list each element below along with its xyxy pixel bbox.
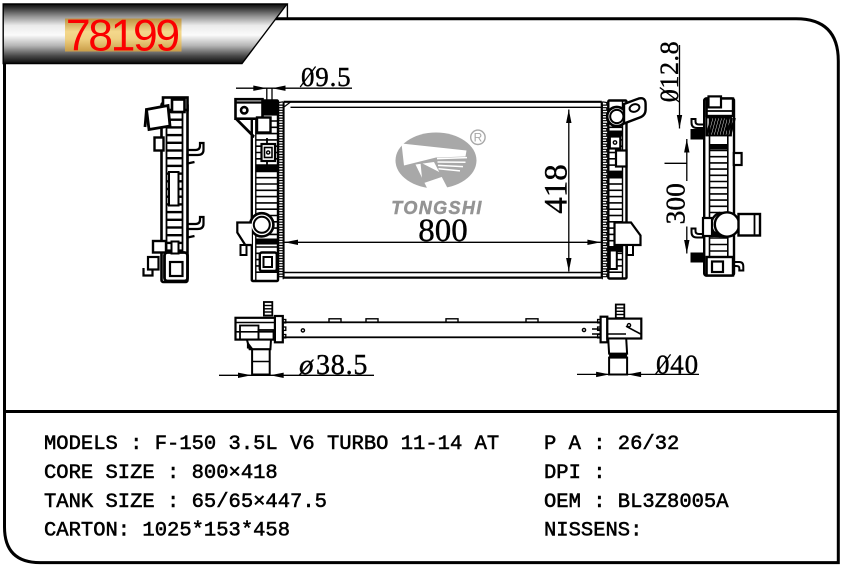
svg-text:CORE SIZE : 800×418: CORE SIZE : 800×418	[44, 462, 278, 485]
svg-text:R: R	[474, 131, 483, 145]
svg-text:418: 418	[539, 164, 575, 214]
svg-text:P A : 26/32: P A : 26/32	[544, 433, 679, 456]
svg-text:38.5: 38.5	[316, 350, 368, 381]
svg-text:CARTON: 1025*153*458: CARTON: 1025*153*458	[44, 520, 290, 543]
svg-text:MODELS : F-150 3.5L V6 TURBO 1: MODELS : F-150 3.5L V6 TURBO 11-14 AT	[44, 433, 499, 456]
svg-text:ø: ø	[298, 349, 314, 381]
svg-text:09.5: 09.5	[301, 62, 351, 92]
svg-text:NISSENS:: NISSENS:	[544, 520, 642, 543]
svg-text:78199: 78199	[66, 12, 178, 61]
svg-text:012.8: 012.8	[655, 41, 684, 103]
svg-text:OEM : BL3Z8005A: OEM : BL3Z8005A	[544, 491, 729, 514]
svg-text:800: 800	[418, 213, 468, 249]
svg-text:TANK SIZE : 65/65×447.5: TANK SIZE : 65/65×447.5	[44, 491, 327, 514]
svg-text:DPI :: DPI :	[544, 462, 606, 485]
svg-text:300: 300	[660, 183, 691, 224]
svg-text:TONGSHI: TONGSHI	[391, 198, 482, 218]
